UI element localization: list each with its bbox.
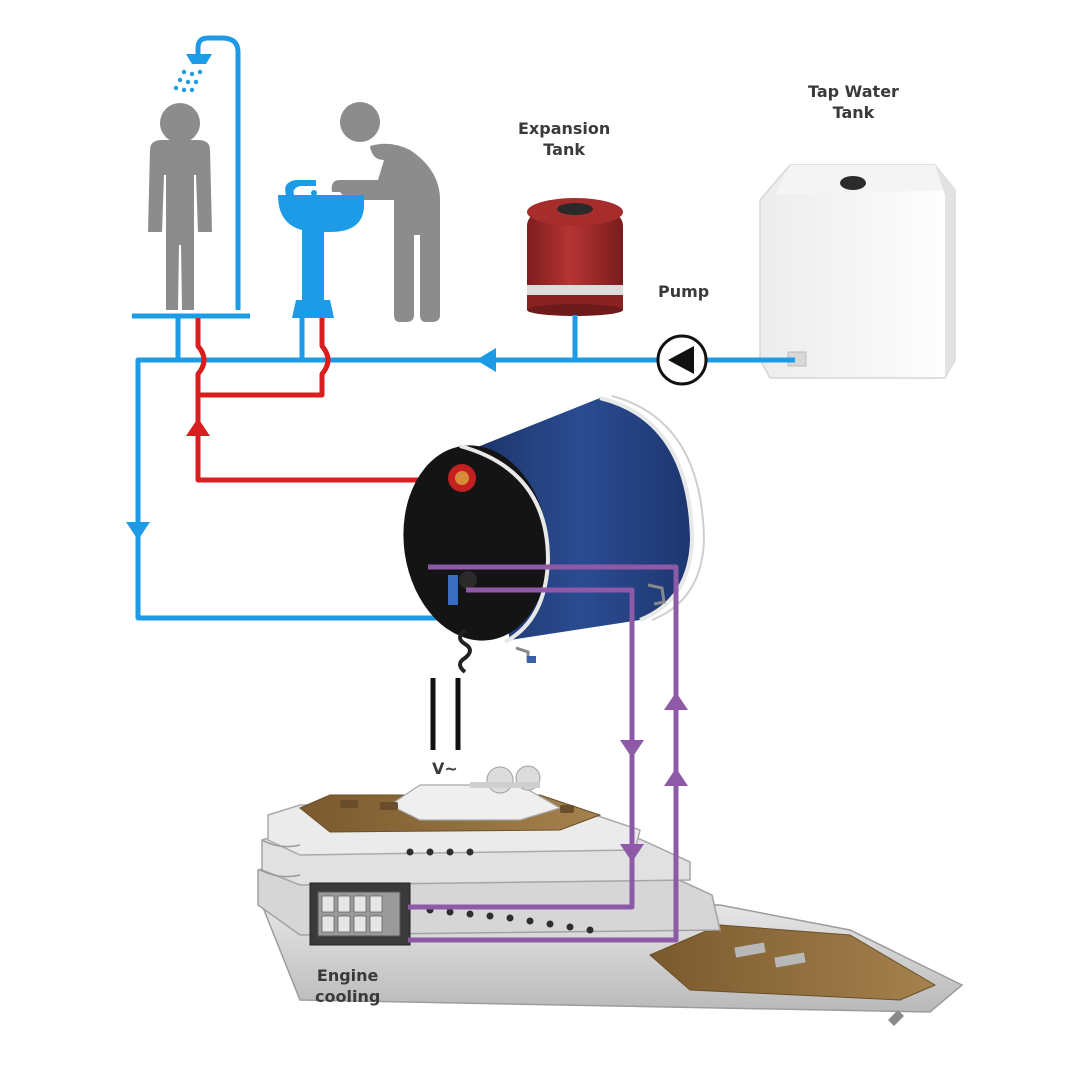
expansion-tank-label-line1: Expansion bbox=[518, 119, 611, 138]
cold-flow-arrows bbox=[126, 348, 496, 540]
tap-water-tank bbox=[759, 164, 956, 379]
hot-flow-arrows bbox=[186, 418, 210, 436]
pump bbox=[656, 334, 708, 386]
showering-person bbox=[148, 103, 212, 310]
tap-water-tank-label: Tap Water Tank bbox=[808, 81, 899, 123]
tap-water-tank-label-line2: Tank bbox=[832, 103, 875, 122]
hot-water-pipes bbox=[195, 318, 452, 483]
voltage-label: V~ bbox=[432, 759, 458, 778]
expansion-tank bbox=[527, 198, 623, 316]
engine-flow-arrows bbox=[620, 692, 688, 862]
pump-label: Pump bbox=[658, 282, 710, 301]
expansion-tank-label-line2: Tank bbox=[543, 140, 585, 159]
power-supply-symbol bbox=[430, 678, 461, 750]
engine-cooling-label: Engine cooling bbox=[315, 965, 380, 1007]
engine-block bbox=[309, 882, 411, 946]
yacht bbox=[257, 765, 964, 1026]
expansion-tank-label: Expansion Tank bbox=[518, 118, 610, 160]
shower bbox=[173, 35, 241, 310]
engine-cooling-label-line1: Engine bbox=[316, 966, 379, 985]
tap-water-tank-label-line1: Tap Water bbox=[808, 82, 899, 101]
water-heater bbox=[403, 395, 706, 674]
washing-person bbox=[331, 102, 440, 322]
engine-cooling-label-line2: cooling bbox=[315, 987, 381, 1006]
sink bbox=[278, 180, 364, 318]
